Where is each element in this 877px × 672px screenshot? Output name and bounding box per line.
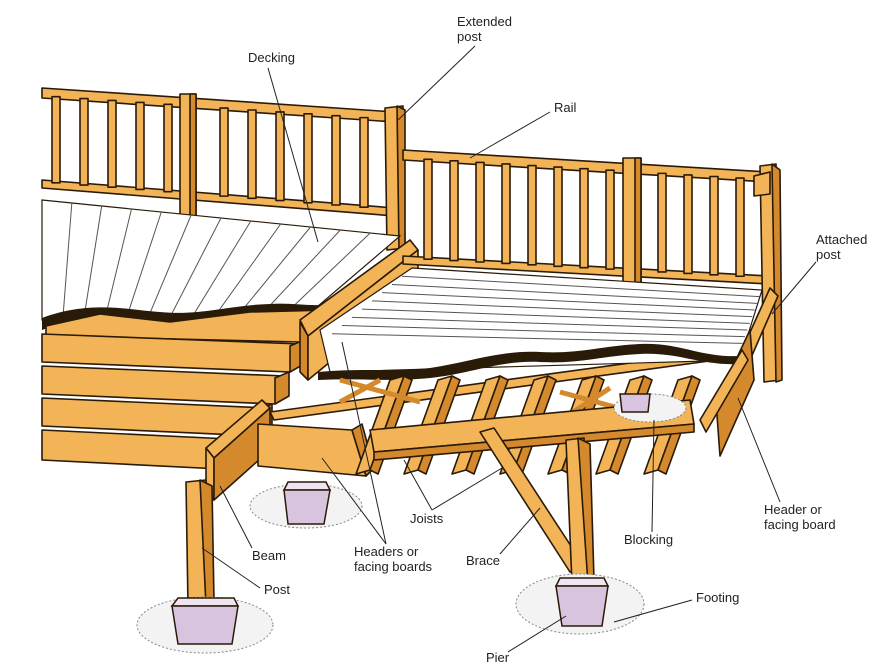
attached-post (753, 163, 783, 383)
baluster (683, 174, 693, 275)
deck-board-seam (186, 220, 252, 327)
baluster (475, 161, 485, 263)
baluster (331, 114, 341, 206)
right-header-board (699, 287, 779, 457)
deck-board-seam (391, 283, 758, 304)
baluster (449, 160, 459, 262)
label-extended-post-line1: Extended (457, 14, 512, 29)
baluster (657, 172, 667, 273)
deck-board-seam (144, 214, 192, 325)
deck-board-seam (331, 333, 743, 344)
baluster (303, 113, 313, 204)
left-footing (136, 596, 274, 654)
baluster (219, 107, 229, 197)
label-brace-text: Brace (466, 553, 500, 568)
label-header-right-line2: facing board (764, 517, 836, 532)
middle-footing (249, 481, 363, 529)
deck-board-seam (82, 205, 103, 322)
label-headers-line1: Headers or (354, 544, 419, 559)
baluster (423, 158, 433, 260)
deck-board-seam (381, 292, 755, 311)
label-header-right-line1: Header or (764, 502, 822, 517)
baluster (579, 167, 589, 269)
label-decking: Decking (248, 50, 319, 243)
deck-board-seam (62, 202, 73, 321)
label-rail-text: Rail (554, 100, 577, 115)
label-footing: Footing (613, 590, 739, 623)
deck-board-seam (401, 275, 760, 298)
deck-board-seam (371, 300, 753, 318)
baluster (501, 163, 511, 265)
label-footing-text: Footing (696, 590, 739, 605)
label-pier: Pier (486, 615, 567, 665)
baluster (79, 97, 89, 186)
baluster (163, 103, 173, 193)
label-decking-text: Decking (248, 50, 295, 65)
label-headers-line2: facing boards (354, 559, 433, 574)
baluster (107, 99, 117, 189)
label-attached-post: Attached post (771, 232, 867, 315)
right-footing (515, 393, 687, 635)
label-attached-post-line1: Attached (816, 232, 867, 247)
label-header-right: Header or facing board (737, 397, 836, 532)
label-joists: Joists (403, 459, 503, 526)
baluster (51, 95, 61, 184)
baluster (135, 101, 145, 191)
label-beam-text: Beam (252, 548, 286, 563)
baluster (275, 111, 285, 202)
label-extended-post: Extended post (397, 14, 512, 121)
deck-board-seam (361, 308, 750, 324)
extended-post (384, 105, 406, 251)
baluster (605, 169, 615, 270)
right-beam (369, 399, 695, 461)
label-blocking: Blocking (624, 419, 673, 547)
baluster (527, 164, 537, 266)
deck-board-seam (351, 316, 748, 331)
label-post: Post (201, 547, 290, 597)
label-blocking-text: Blocking (624, 532, 673, 547)
right-decking (318, 267, 763, 380)
left-post (185, 479, 215, 607)
left-decking (41, 199, 402, 343)
baluster (247, 109, 257, 200)
deck-board-seam (124, 211, 162, 324)
deck-board-seam (341, 325, 745, 338)
baluster (553, 166, 563, 268)
label-beam: Beam (219, 485, 286, 563)
deck-board-seam (165, 217, 222, 326)
baluster (709, 175, 719, 276)
label-brace: Brace (466, 507, 541, 568)
left-railing (41, 87, 396, 223)
label-rail: Rail (469, 100, 577, 159)
label-joists-text: Joists (410, 511, 444, 526)
label-post-text: Post (264, 582, 290, 597)
label-pier-text: Pier (486, 650, 510, 665)
baluster (359, 116, 369, 209)
baluster (735, 177, 745, 278)
label-attached-post-line2: post (816, 247, 841, 262)
label-headers: Headers or facing boards (321, 341, 433, 574)
label-extended-post-line2: post (457, 29, 482, 44)
deck-board-seam (103, 208, 132, 323)
